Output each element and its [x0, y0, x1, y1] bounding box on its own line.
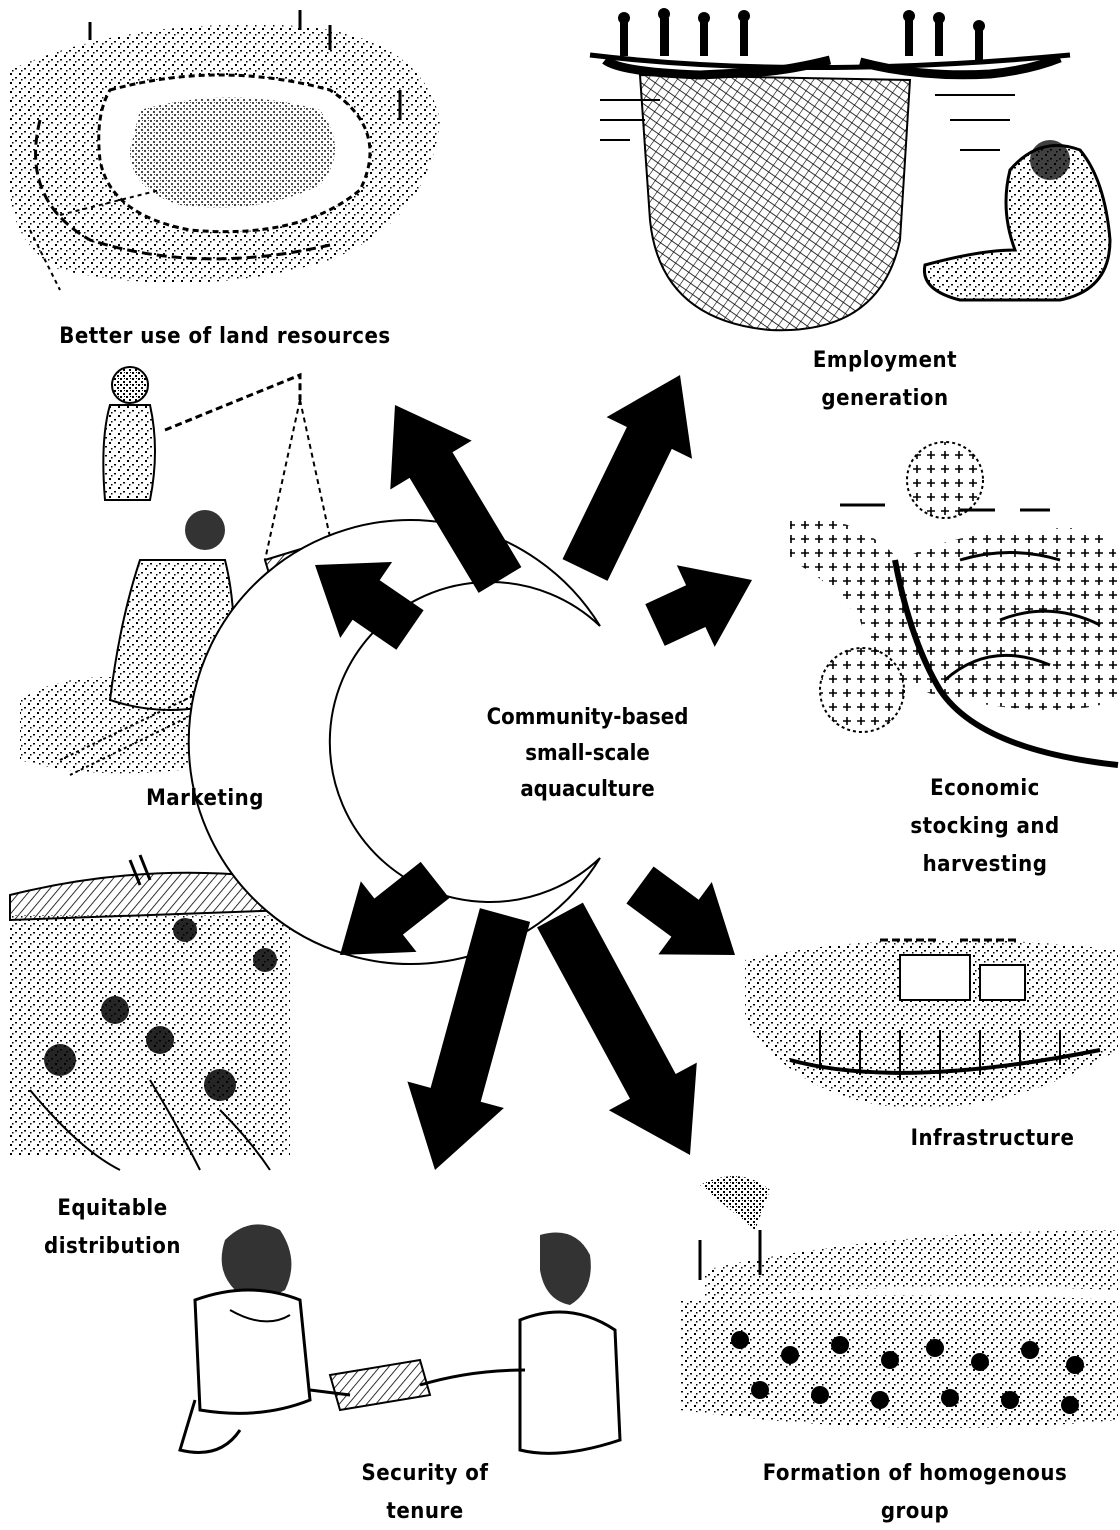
arrow-to-infrastructure — [626, 866, 735, 955]
label-land: Better use of land resources — [30, 318, 420, 356]
label-marketing: Marketing — [110, 780, 300, 818]
label-infrastructure-line-1: Infrastructure — [910, 1126, 1075, 1151]
arrow-to-stocking — [645, 565, 752, 647]
label-group: Formation of homogenous group — [730, 1455, 1100, 1530]
village-meeting-illustration — [680, 1176, 1118, 1428]
pond-village-illustration — [745, 938, 1118, 1108]
label-stocking: Economic stocking and harvesting — [860, 770, 1110, 884]
arrow-to-employment — [562, 375, 692, 581]
pond-terraces-illustration — [9, 10, 440, 291]
label-employment-line-2: generation — [821, 386, 949, 411]
label-stocking-line-2: stocking and — [910, 814, 1060, 839]
fish-tree-illustration — [790, 441, 1119, 768]
people-sharing-illustration — [9, 854, 291, 1171]
label-stocking-line-3: harvesting — [922, 852, 1048, 877]
label-group-line-1: Formation of homogenous — [762, 1461, 1068, 1486]
center-label-line-3: aquaculture — [520, 777, 655, 802]
fishing-net-boats-illustration — [589, 8, 1112, 332]
center-label: Community-based small-scale aquaculture — [460, 700, 715, 808]
label-infrastructure: Infrastructure — [885, 1120, 1100, 1158]
label-employment-line-1: Employment — [812, 348, 958, 373]
arrow-to-marketing — [315, 562, 424, 650]
arrow-to-land — [390, 405, 522, 593]
arrow-to-tenure — [407, 908, 531, 1170]
label-distribution-line-2: distribution — [44, 1234, 181, 1259]
label-stocking-line-1: Economic — [930, 776, 1040, 801]
document-handover-illustration — [178, 1224, 622, 1455]
label-marketing-line-1: Marketing — [146, 786, 264, 811]
label-tenure: Security of tenure — [330, 1455, 520, 1530]
center-label-line-1: Community-based — [486, 705, 689, 730]
label-land-line-1: Better use of land resources — [59, 324, 391, 349]
arrow-to-distribution — [340, 861, 450, 955]
label-distribution: Equitable distribution — [25, 1190, 200, 1266]
label-tenure-line-2: tenure — [386, 1499, 464, 1524]
label-distribution-line-1: Equitable — [57, 1196, 168, 1221]
label-tenure-line-1: Security of — [361, 1461, 489, 1486]
arrow-to-group — [537, 902, 697, 1155]
label-group-line-2: group — [880, 1499, 950, 1524]
label-employment: Employment generation — [775, 342, 995, 418]
center-label-line-2: small-scale — [525, 741, 650, 766]
